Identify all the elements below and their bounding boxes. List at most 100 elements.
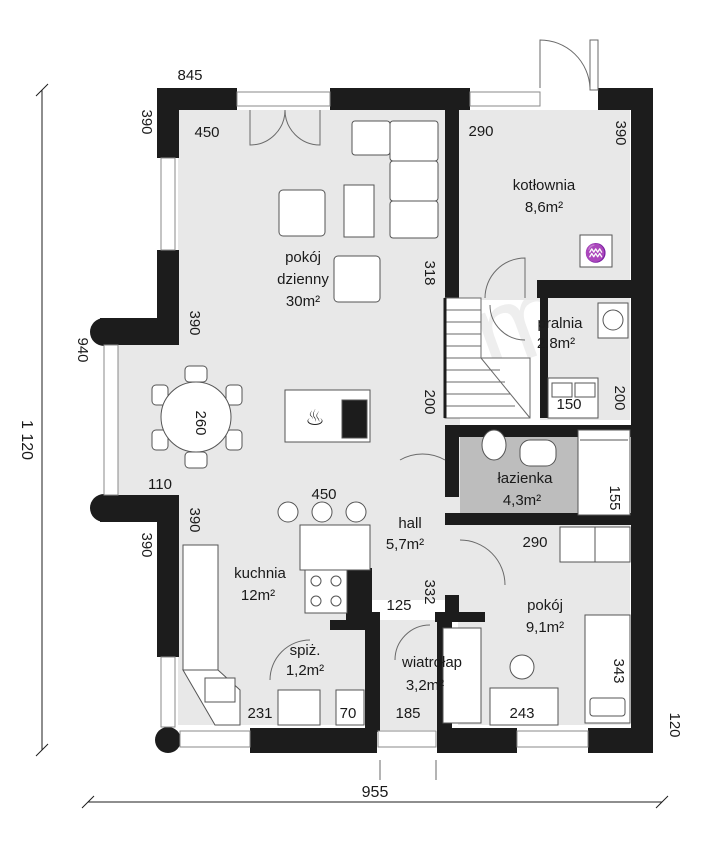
boiler-area: 8,6m² — [525, 199, 563, 216]
window — [469, 91, 541, 107]
wall — [157, 88, 179, 158]
wall — [330, 620, 370, 630]
room-labels: pokój dzienny 30m² kotłownia 8,6m² praln… — [234, 177, 583, 694]
bay-column — [90, 318, 118, 346]
laundry-area: 2,8m² — [537, 335, 575, 352]
door-boiler — [484, 257, 526, 299]
armchair — [333, 255, 381, 303]
bathroom-name: łazienka — [497, 470, 553, 487]
furniture-living — [278, 120, 439, 443]
stair-flight — [444, 357, 531, 419]
sofa — [389, 120, 439, 162]
dim-110: 110 — [148, 476, 172, 493]
wall — [435, 612, 485, 622]
door-laundry — [489, 304, 526, 341]
counter — [277, 689, 321, 726]
chair — [184, 365, 208, 383]
door-vestibule — [394, 624, 431, 661]
dim-155: 155 — [606, 485, 623, 510]
shower — [577, 429, 631, 516]
boiler-laundry-fixtures — [547, 234, 629, 419]
wall — [346, 568, 372, 620]
bedroom-area: 9,1m² — [526, 619, 564, 636]
counter — [182, 544, 219, 671]
floor-vestibule — [378, 620, 438, 730]
sink-basin — [551, 382, 573, 398]
burner — [330, 595, 342, 607]
vestibule-area: 3,2m² — [406, 677, 444, 694]
pantry-name: spiż. — [290, 642, 321, 659]
dimension-labels: 845 390 450 290 390 318 390 940 260 200 … — [74, 67, 683, 738]
dim-200: 200 — [421, 389, 438, 414]
dim-200: 200 — [611, 385, 628, 410]
boiler — [579, 234, 613, 268]
dim-343: 343 — [610, 658, 627, 683]
dim-390: 390 — [612, 120, 629, 145]
window — [236, 91, 331, 107]
laundry-name: pralnia — [537, 315, 583, 332]
bar-stool — [311, 501, 333, 523]
kitchen-furniture — [182, 501, 371, 726]
pillow — [589, 697, 626, 717]
dim-332: 332 — [421, 579, 438, 604]
dim-318: 318 — [421, 260, 438, 285]
window — [179, 730, 251, 748]
bedroom-name: pokój — [527, 597, 563, 614]
kitchen-area: 12m² — [241, 587, 275, 604]
heating-icon: ♒ — [585, 242, 607, 263]
stair-winder — [480, 357, 531, 419]
burner — [310, 575, 322, 587]
wall — [445, 425, 459, 497]
burner — [330, 575, 342, 587]
bay-column — [90, 494, 118, 522]
window — [377, 730, 437, 748]
dim-390: 390 — [186, 507, 203, 532]
door-hall-bath — [399, 453, 446, 461]
dim-260: 260 — [192, 410, 209, 435]
wall — [445, 88, 459, 298]
door-leaf — [589, 39, 599, 91]
wall — [537, 280, 633, 298]
washbasin — [519, 439, 557, 467]
entrance — [379, 760, 437, 780]
dim-390: 390 — [138, 532, 155, 557]
dining-table — [160, 381, 232, 453]
chair — [184, 451, 208, 469]
dim-185: 185 — [395, 705, 420, 722]
sofa — [389, 200, 439, 239]
door-swings — [249, 39, 599, 780]
living-area: 30m² — [286, 293, 320, 310]
bar-stool — [345, 501, 367, 523]
dim-450: 450 — [194, 124, 219, 141]
dim-390: 390 — [138, 109, 155, 134]
bathroom-area: 4,3m² — [503, 492, 541, 509]
door-living-left — [249, 109, 286, 146]
desk — [489, 687, 559, 726]
wall — [631, 88, 653, 753]
stair-flight — [444, 297, 482, 359]
fire-icon: ♨ — [305, 405, 325, 430]
dim-940: 940 — [74, 337, 91, 362]
dim-150: 150 — [556, 396, 581, 413]
armchair — [278, 189, 326, 237]
kitchen-island — [299, 524, 371, 571]
floor-boiler — [458, 110, 630, 300]
pantry-area: 1,2m² — [286, 662, 324, 679]
dim-290: 290 — [468, 123, 493, 140]
kitchen-name: kuchnia — [234, 565, 286, 582]
bedroom-furniture — [442, 526, 631, 726]
burner — [310, 595, 322, 607]
dimension-lines — [35, 83, 669, 809]
chair — [151, 384, 169, 406]
dim-290: 290 — [522, 534, 547, 551]
wall — [330, 88, 470, 110]
chair — [509, 654, 535, 680]
wall — [445, 595, 459, 615]
pantry-shelf — [335, 689, 365, 726]
wall — [250, 728, 377, 753]
stairs — [443, 297, 531, 419]
dim-tick — [655, 795, 669, 809]
floor-hall — [368, 400, 460, 600]
wall — [365, 612, 380, 732]
